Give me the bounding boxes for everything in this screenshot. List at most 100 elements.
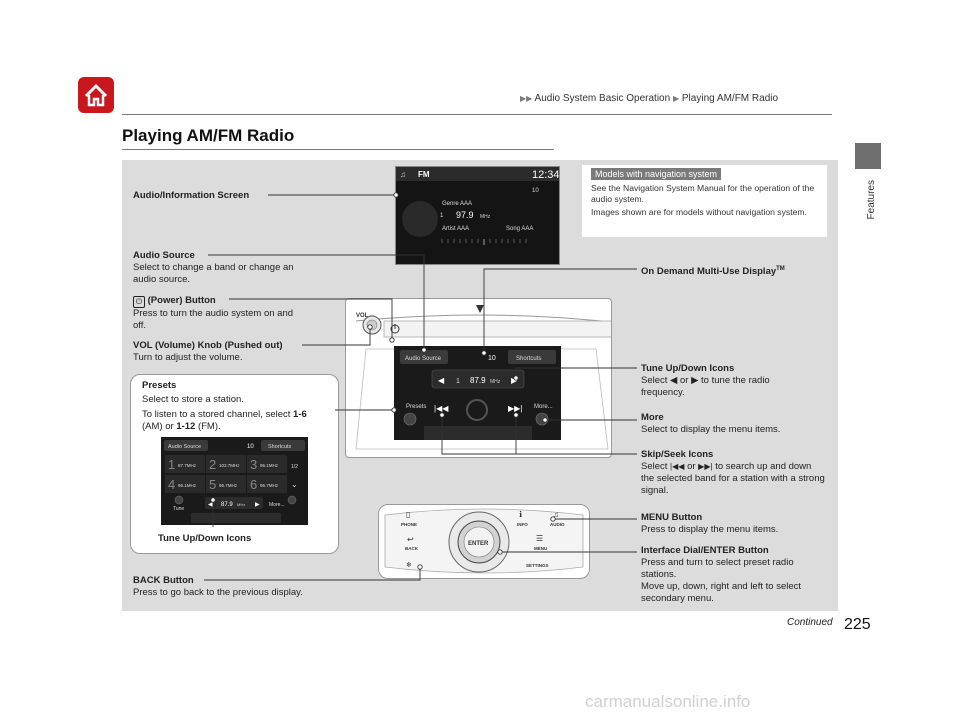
console-phone: PHONE <box>401 522 417 527</box>
enter-button <box>463 526 495 558</box>
screen-frequency-scale <box>441 239 527 245</box>
inset-tune-up-icon: ▶ <box>255 502 260 508</box>
screen-vol: 10 <box>532 188 539 194</box>
watermark: carmanualsonline.info <box>585 692 751 711</box>
page-title: Playing AM/FM Radio <box>122 126 295 145</box>
nav-note-line1: See the Navigation System Manual for the… <box>591 183 815 204</box>
callout-tune-inset-title: Tune Up/Down Icons <box>158 533 252 544</box>
callout-more-title: More <box>641 412 664 423</box>
callout-tune: Tune Up/Down Icons Select ◀ or ▶ to tune… <box>641 363 770 398</box>
md-freq: 87.9 <box>470 376 486 385</box>
continued-label: Continued <box>787 617 833 628</box>
md-tune-up-icon: ▶ <box>511 376 518 385</box>
tune-down-icon: ◀ <box>670 375 678 386</box>
back-icon: ↩ <box>407 535 414 544</box>
callout-menu: MENU Button Press to display the menu it… <box>641 512 821 536</box>
callout-audio-source-title: Audio Source <box>133 250 195 261</box>
md-vol: 10 <box>488 355 496 362</box>
inset-tune: Tune <box>173 506 184 512</box>
screen-band: FM <box>418 170 430 179</box>
inset-preset-freq: 96.7MHz <box>219 483 238 488</box>
inset-page-down-icon: ⌄ <box>291 480 298 489</box>
nav-note-tag: Models with navigation system <box>591 168 722 180</box>
inset-preset-freq: 96.1MHz <box>178 483 197 488</box>
md-presets: Presets <box>406 404 426 410</box>
phone-icon: ▯ <box>406 510 410 519</box>
console-settings: SETTINGS <box>526 563 549 568</box>
multi-use-display[interactable]: Audio Source 10 Shortcuts ◀ 1 87.9 MHz ▶… <box>394 346 561 440</box>
audio-screen-graphic: ♫ FM 12:34 10 Genre AAA 1 97.9 MHz Artis… <box>396 167 560 245</box>
screen-song: Song AAA <box>506 226 533 232</box>
inset-shortcuts: Shortcuts <box>268 444 291 450</box>
inset-preset-num: 6 <box>250 477 257 492</box>
screen-genre: Genre AAA <box>442 201 472 207</box>
breadcrumb-current: Playing AM/FM Radio <box>681 93 779 104</box>
callout-presets-desc2: To listen to a stored channel, select 1-… <box>142 409 307 432</box>
home-button[interactable] <box>78 77 114 113</box>
nav-note-line2: Images shown are for models without navi… <box>591 207 807 217</box>
page-number: 225 <box>844 616 871 633</box>
callout-ondemand: On Demand Multi-Use DisplayTM <box>641 263 785 278</box>
callout-back-title: BACK Button <box>133 575 194 586</box>
callout-vol-desc: Turn to adjust the volume. <box>133 352 243 363</box>
callout-audio-source-desc: Select to change a band or change an aud… <box>133 262 294 285</box>
inset-preset-num: 5 <box>209 477 216 492</box>
breadcrumb-link-audio-basic[interactable]: Audio System Basic Operation <box>534 93 671 104</box>
console-enter: ENTER <box>468 541 489 547</box>
callout-vol-title: VOL (Volume) Knob (Pushed out) <box>133 340 283 351</box>
md-skip-fwd-icon: ▶▶| <box>508 404 522 413</box>
vol-label: VOL <box>356 313 369 319</box>
screen-preset: 1 <box>440 213 444 219</box>
callout-back-desc: Press to go back to the previous display… <box>133 587 303 598</box>
callout-dial-title: Interface Dial/ENTER Button <box>641 545 769 556</box>
music-note-icon: ♫ <box>400 170 406 179</box>
breadcrumb-arrow-icon: ▶ <box>672 94 680 103</box>
callout-skip: Skip/Seek Icons Select |◀◀ or ▶▶| to sea… <box>641 449 825 496</box>
console-menu: MENU <box>534 546 547 551</box>
home-icon <box>84 84 108 107</box>
inset-audio-source: Audio Source <box>168 444 201 450</box>
screen-unit: MHz <box>480 214 491 220</box>
inset-preset-num: 1 <box>168 457 175 472</box>
hazard-icon <box>476 305 484 313</box>
md-tune-down-icon: ◀ <box>438 376 445 385</box>
callout-menu-desc: Press to display the menu items. <box>641 524 779 535</box>
inset-preset-num: 3 <box>250 457 257 472</box>
callout-more: More Select to display the menu items. <box>641 412 821 436</box>
inset-preset-freq: 96.7MHz <box>260 483 279 488</box>
md-presets-button <box>403 412 417 426</box>
callout-audio-info-screen: Audio/Information Screen <box>133 190 249 202</box>
inset-preset-num: 4 <box>168 477 175 492</box>
md-skip-back-icon: |◀◀ <box>434 404 449 413</box>
md-preset: 1 <box>456 378 460 385</box>
center-console: ▯ PHONE ℹ INFO ♫ AUDIO ↩ BACK ENTER ☰ ME… <box>378 504 590 579</box>
callout-power: ⏻ (Power) Button Press to turn the audio… <box>133 295 308 332</box>
inset-tune-down-icon: ◀ <box>208 502 213 508</box>
inset-freq: 87.9 <box>221 502 233 508</box>
defrost-icon: ❄ <box>406 561 412 569</box>
audio-icon: ♫ <box>553 510 559 519</box>
callout-dial: Interface Dial/ENTER Button Press and tu… <box>641 545 821 605</box>
inset-unit: MHz <box>237 502 245 507</box>
side-tab-marker <box>855 143 881 169</box>
md-more: More... <box>534 404 553 410</box>
breadcrumb: ▶▶ Audio System Basic Operation ▶ Playin… <box>520 93 778 104</box>
callout-presets-desc1: Select to store a station. <box>142 394 244 405</box>
inset-preset-freq: 87.7MHz <box>178 463 197 468</box>
md-audio-source: Audio Source <box>405 356 442 362</box>
power-icon: ⏻ <box>133 296 145 308</box>
callout-dial-desc2: Move up, down, right and left to select … <box>641 581 802 604</box>
audio-information-screen: ♫ FM 12:34 10 Genre AAA 1 97.9 MHz Artis… <box>395 166 560 265</box>
callout-power-desc: Press to turn the audio system on and of… <box>133 308 294 331</box>
callout-dial-desc1: Press and turn to select preset radio st… <box>641 557 794 580</box>
inset-vol: 10 <box>247 444 254 450</box>
callout-tune-inset: Tune Up/Down Icons <box>158 533 251 545</box>
menu-icon: ☰ <box>536 534 543 543</box>
console-audio: AUDIO <box>550 522 565 527</box>
console-graphic: ▯ PHONE ℹ INFO ♫ AUDIO ↩ BACK ENTER ☰ ME… <box>384 508 584 574</box>
callout-presets-title: Presets <box>142 380 177 391</box>
header-rule <box>122 114 832 115</box>
